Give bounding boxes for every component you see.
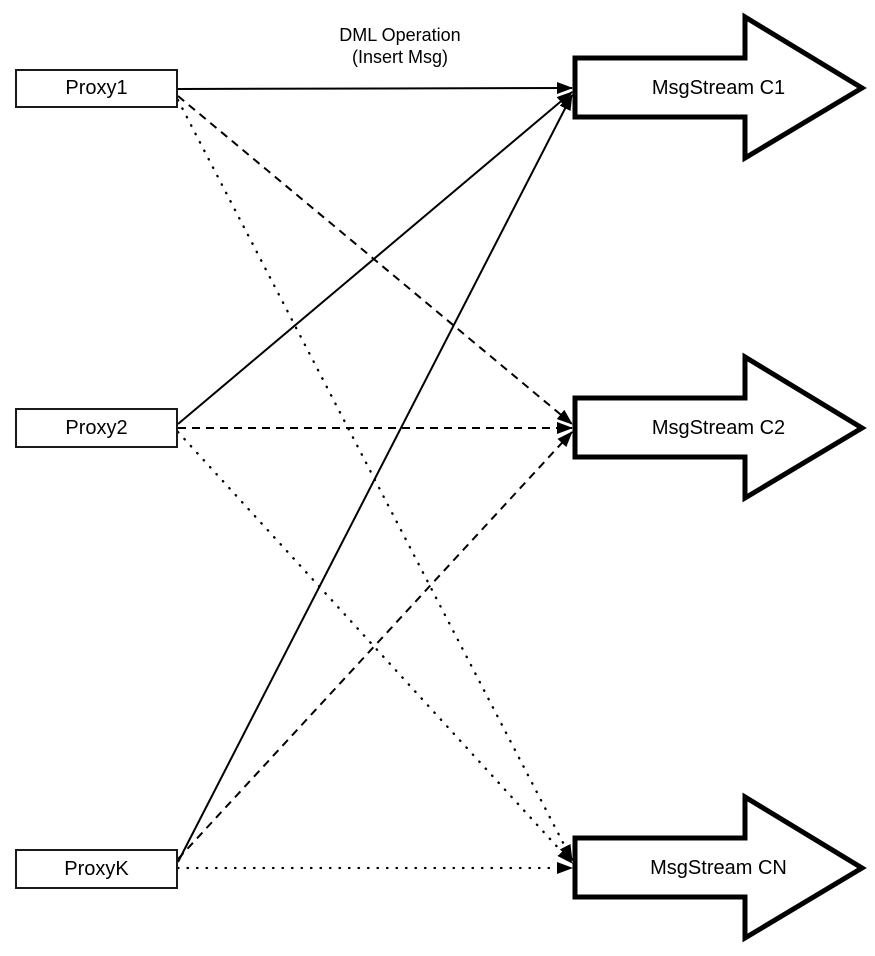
edge-proxy1-to-c2 xyxy=(177,95,573,425)
edge-proxy2-to-c1 xyxy=(177,91,573,425)
msgstream-cn-arrow xyxy=(572,792,867,943)
edge-annotation-line2: (Insert Msg) xyxy=(351,47,448,67)
node-proxyk-label: ProxyK xyxy=(64,857,129,880)
edge-proxyk-to-c1 xyxy=(177,94,573,863)
edge-annotation: DML Operation (Insert Msg) xyxy=(250,24,550,68)
edge-proxy1-to-c1 xyxy=(177,82,573,95)
node-proxy2: Proxy2 xyxy=(15,408,178,448)
node-proxy1: Proxy1 xyxy=(15,69,178,108)
edge-annotation-line1: DML Operation xyxy=(339,25,461,45)
edge-proxyk-to-c2 xyxy=(177,431,573,860)
node-proxy2-label: Proxy2 xyxy=(65,416,128,439)
msgstream-c1-arrow xyxy=(572,12,867,163)
msgstream-c2-arrow xyxy=(572,352,867,503)
node-proxyk: ProxyK xyxy=(15,849,178,889)
node-proxy1-label: Proxy1 xyxy=(65,77,128,99)
